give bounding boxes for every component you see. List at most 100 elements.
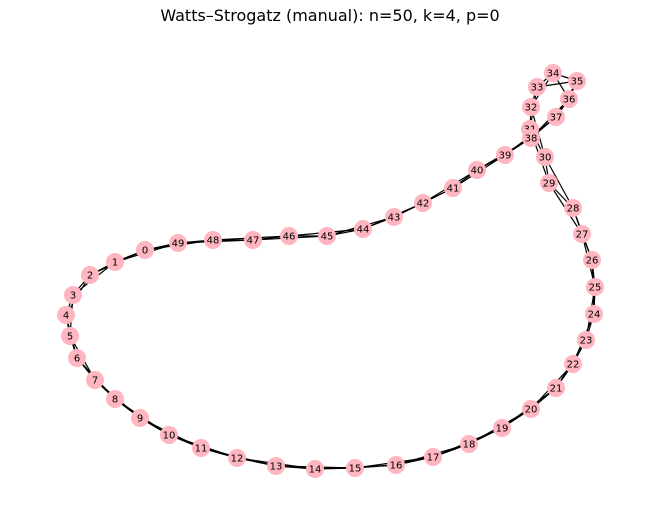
node-label: 27 [576,230,589,241]
node-label: 18 [463,440,476,451]
node-label: 8 [112,395,118,406]
node-circle [57,306,75,324]
node-circle [280,227,298,245]
node-label: 33 [531,83,544,94]
node-circle [493,419,511,437]
node-circle [586,278,604,296]
node-14: 14 [306,460,324,478]
node-17: 17 [424,448,442,466]
node-circle [160,426,178,444]
node-label: 12 [231,454,244,465]
node-circle [444,179,462,197]
node-label: 24 [588,310,601,321]
node-10: 10 [160,426,178,444]
node-label: 3 [70,291,76,302]
node-22: 22 [564,355,582,373]
node-label: 29 [543,179,556,190]
node-circle [61,327,79,345]
node-circle [564,355,582,373]
node-circle [540,174,558,192]
node-0: 0 [136,241,154,259]
node-circle [547,108,565,126]
node-37: 37 [547,108,565,126]
node-circle [547,379,565,397]
node-label: 30 [539,153,552,164]
node-24: 24 [585,305,603,323]
node-41: 41 [444,179,462,197]
edge-layer [65,72,596,470]
node-circle [228,449,246,467]
node-label: 6 [74,354,80,365]
node-38: 38 [522,129,540,147]
node-circle [204,231,222,249]
node-label: 14 [309,465,322,476]
node-label: 36 [563,95,576,106]
node-label: 28 [567,204,580,215]
node-circle [106,390,124,408]
node-circle [81,266,99,284]
node-5: 5 [61,327,79,345]
node-label: 15 [349,464,362,475]
node-circle [387,456,405,474]
node-circle [568,72,586,90]
node-circle [468,161,486,179]
node-circle [414,194,432,212]
node-circle [522,129,540,147]
node-circle [86,371,104,389]
node-label: 38 [525,134,538,145]
node-27: 27 [573,225,591,243]
node-36: 36 [560,90,578,108]
node-18: 18 [460,435,478,453]
node-7: 7 [86,371,104,389]
node-35: 35 [568,72,586,90]
node-label: 4 [63,311,69,322]
node-label: 2 [87,271,93,282]
node-circle [169,234,187,252]
node-3: 3 [64,286,82,304]
node-label: 49 [172,239,185,250]
node-2: 2 [81,266,99,284]
node-label: 39 [499,151,512,162]
node-19: 19 [493,419,511,437]
node-circle [106,253,124,271]
node-circle [64,286,82,304]
node-label: 25 [589,283,602,294]
node-30: 30 [536,148,554,166]
node-circle [544,64,562,82]
node-11: 11 [192,439,210,457]
node-label: 21 [550,384,563,395]
node-33: 33 [528,78,546,96]
node-32: 32 [522,98,540,116]
node-label: 20 [525,405,538,416]
node-label: 7 [92,376,98,387]
node-34: 34 [544,64,562,82]
node-label: 41 [447,184,460,195]
node-circle [424,448,442,466]
figure-title: Watts–Strogatz (manual): n=50, k=4, p=0 [160,6,500,25]
node-circle [573,225,591,243]
node-26: 26 [583,251,601,269]
node-label: 17 [427,453,440,464]
node-circle [192,439,210,457]
node-29: 29 [540,174,558,192]
node-9: 9 [131,409,149,427]
node-44: 44 [354,220,372,238]
node-label: 1 [112,258,118,269]
node-circle [528,78,546,96]
node-label: 5 [67,332,73,343]
node-47: 47 [244,231,262,249]
node-label: 42 [417,199,430,210]
node-label: 45 [321,232,334,243]
node-circle [585,305,603,323]
node-label: 9 [137,414,143,425]
node-label: 19 [496,424,509,435]
node-label: 0 [142,246,148,257]
node-label: 46 [283,232,296,243]
node-40: 40 [468,161,486,179]
node-circle [68,349,86,367]
node-label: 13 [270,462,283,473]
node-label: 11 [195,444,208,455]
